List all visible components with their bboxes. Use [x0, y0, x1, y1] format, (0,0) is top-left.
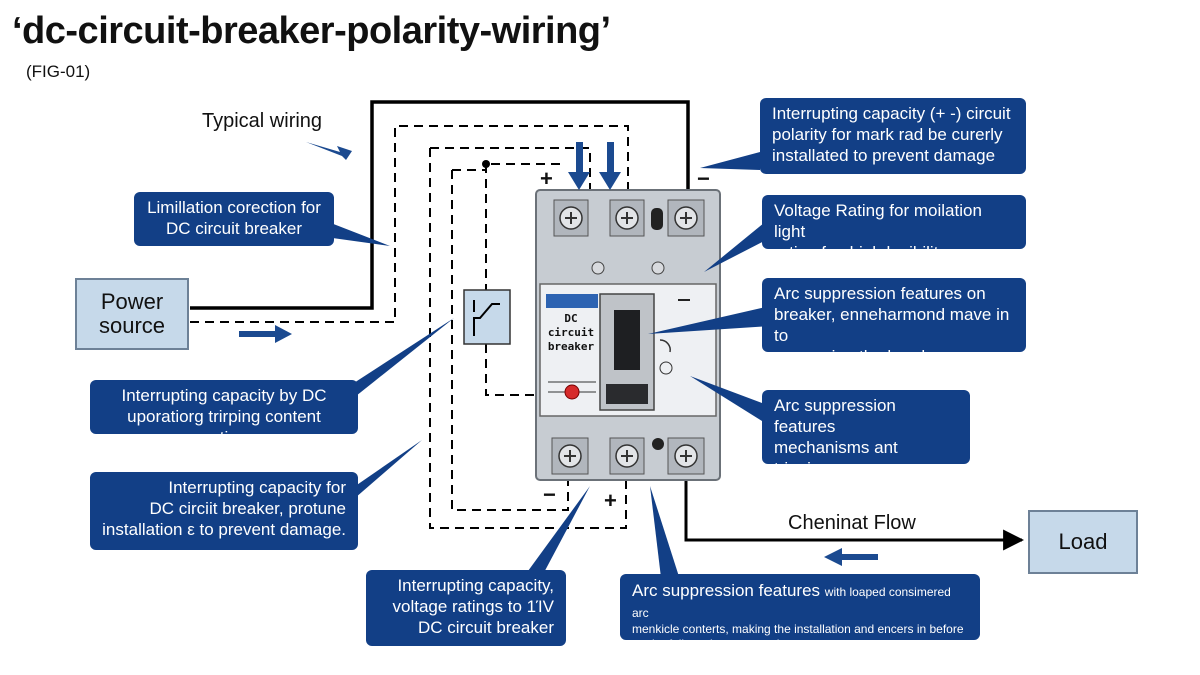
callout-left-3: Interrupting capacity for DC circiit bre…	[90, 472, 358, 550]
callout-right-3-line-1: Arc suppression features on	[774, 284, 986, 303]
breaker-handle	[614, 310, 640, 370]
callout-left-1-line-2: DC circuit breaker	[165, 219, 303, 238]
callout-right-1-line-3: installated to prevent damage	[772, 146, 996, 165]
circuit-breaker	[535, 189, 721, 481]
return-flow-arrow	[824, 548, 878, 566]
top-minus-sign: −	[697, 166, 710, 191]
supply-flow-arrow	[239, 325, 292, 343]
switch-symbol	[463, 289, 511, 345]
callout-right-4: Arc suppression features mechanisms ant …	[762, 390, 970, 499]
callout-bottom-1-line-3: DC circuit breaker	[417, 618, 554, 637]
callout-bottom-1-line-2: voltage ratings to 1ΊV	[392, 597, 554, 616]
typical-wiring-arrow	[306, 142, 352, 160]
power-source-line-1: Power	[100, 289, 164, 314]
callout-left-3-line-3: installation ε to prevent damage.	[102, 520, 346, 539]
callout-right-1-line-2: polarity for mark rad be curerly	[772, 125, 1003, 144]
callout-left-2-line-1: Interrupting capacity by DC	[121, 386, 327, 405]
load-wire	[684, 472, 1025, 551]
callout-right-1: Interrupting capacity (+ -) circuit pola…	[760, 98, 1026, 174]
callout-right-4-line-1: Arc suppression features	[774, 396, 896, 436]
callout-right-3-line-3: meanoring the breaker	[774, 347, 946, 366]
down-arrow-1	[568, 142, 590, 190]
load-label: Load	[1058, 529, 1108, 554]
callout-bottom-2-lead: Arc suppression features	[632, 581, 821, 600]
callout-right-4-line-2: mechanisms ant tripping	[774, 438, 898, 478]
solid-supply-wire	[190, 100, 690, 310]
current-flow-label: Cheninat Flow	[788, 512, 916, 534]
power-source-box: Power source	[75, 278, 189, 350]
bottom-terminals	[551, 437, 705, 475]
bottom-plus-sign: +	[604, 488, 617, 513]
callout-bottom-2: Arc suppression features with loaped con…	[620, 574, 980, 651]
callout-bottom-2-line-1: Arc suppression features with loaped con…	[632, 580, 968, 622]
typical-wiring-label: Typical wiring	[202, 110, 323, 132]
callout-right-2-line-1: Voltage Rating for moilation light	[774, 201, 982, 241]
diagram-title: ‘dc-circuit-breaker-polarity-wiring’	[12, 10, 611, 52]
breaker-label: DC circuit breaker	[542, 312, 600, 354]
flow-arrows	[239, 142, 878, 566]
callout-left-3-line-2: DC circiit breaker, protune	[149, 499, 346, 518]
callout-right-3: Arc suppression features on breaker, enn…	[762, 278, 1026, 366]
callout-pointers	[318, 152, 770, 586]
callout-right-3-line-2: breaker, enneharmond mave in to	[774, 305, 1010, 345]
callout-right-2: Voltage Rating for moilation light ratin…	[762, 195, 1026, 262]
figure-label: (FIG-01)	[26, 62, 91, 81]
callout-bottom-2-rest: with loaped consimered arc	[632, 585, 951, 620]
breaker-label-line-2: breaker	[547, 340, 595, 353]
callout-bottom-2-line-3: not be followed to prevent damage.	[632, 637, 820, 651]
callout-bottom-2-line-2: menkicle conterts, making the installati…	[632, 622, 964, 636]
callout-bottom-1: Interrupting capacity, voltage ratings t…	[366, 570, 566, 646]
callout-right-4-line-3: recisiantations	[774, 480, 883, 499]
label-strip	[546, 294, 598, 308]
callout-bottom-1-line-1: Interrupting capacity,	[397, 576, 554, 595]
power-source-line-2: source	[98, 313, 166, 338]
down-arrow-2	[599, 142, 621, 190]
junction-dot	[482, 160, 490, 168]
bottom-minus-sign: −	[543, 482, 556, 507]
top-terminals	[553, 199, 705, 237]
top-plus-sign: +	[540, 166, 553, 191]
callout-left-1: Limillation corection for DC circuit bre…	[134, 192, 334, 246]
callout-right-2-line-2: rating for, high legibility	[774, 243, 947, 262]
callout-left-1-line-1: Limillation corection for	[147, 198, 321, 217]
callout-left-2: Interrupting capacity by DC uporatiorg t…	[90, 380, 358, 447]
callout-left-3-line-1: Interrupting capacity for	[168, 478, 346, 497]
callout-left-2-line-2: uporatiorg trirping content eation	[127, 407, 321, 447]
load-box: Load	[1028, 510, 1138, 574]
callout-right-1-line-1: Interrupting capacity (+ -) circuit	[772, 104, 1011, 123]
breaker-label-line-1: DC circuit	[547, 312, 595, 339]
